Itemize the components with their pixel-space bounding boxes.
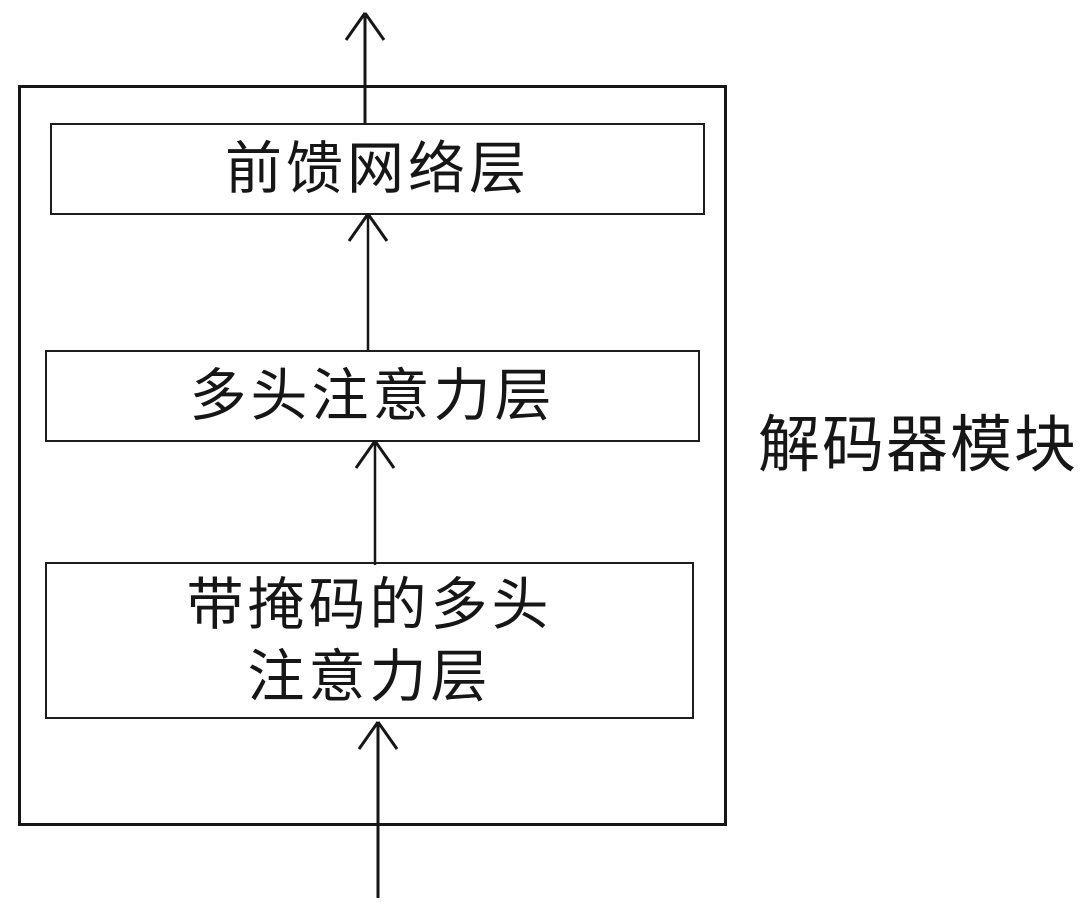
- module-label: 解码器模块: [758, 411, 1079, 480]
- layer-box-multi-head-attention: 多头注意力层: [45, 350, 700, 442]
- layer-label-feed-forward: 前馈网络层: [225, 137, 530, 201]
- decoder-module-box: [18, 85, 727, 826]
- layer-label-masked-line2: 注意力层: [247, 644, 492, 709]
- layer-label-masked-line1: 带掩码的多头: [186, 572, 553, 637]
- layer-box-masked-multi-head-attention: 带掩码的多头 注意力层: [45, 562, 694, 719]
- layer-box-feed-forward: 前馈网络层: [50, 123, 705, 215]
- layer-label-multi-head-attention: 多头注意力层: [189, 364, 556, 428]
